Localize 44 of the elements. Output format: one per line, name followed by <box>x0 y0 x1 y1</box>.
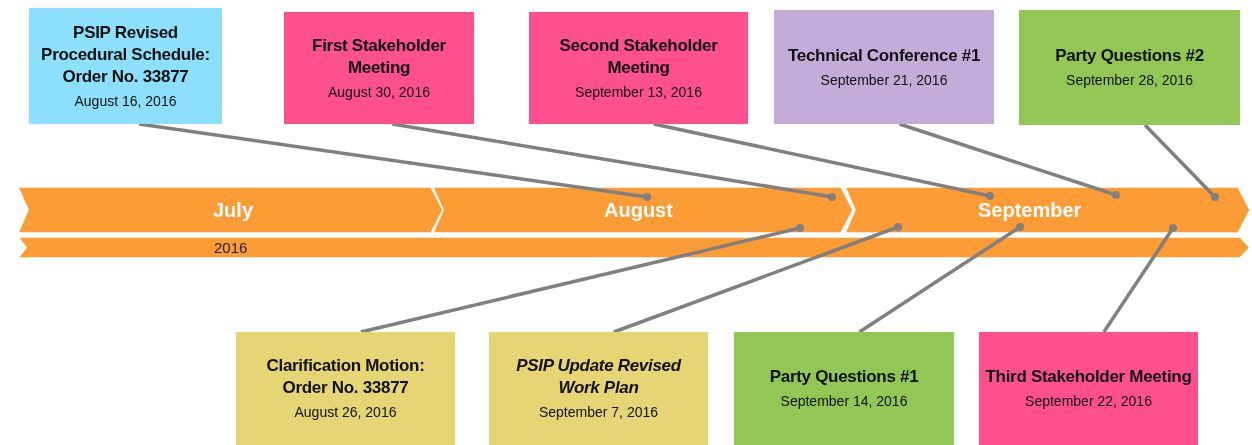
leader-line <box>613 223 902 334</box>
leader-line <box>653 122 994 200</box>
event-title: PSIP Update Revised Work Plan <box>515 355 683 399</box>
event-card <box>529 12 748 124</box>
event-title: PSIP Revised Procedural Schedule: Order No. 33877 <box>40 21 211 88</box>
event-date: September 28, 2016 <box>1066 71 1193 90</box>
month-label: July <box>213 198 254 222</box>
leader-line <box>1102 224 1177 333</box>
event-date: September 22, 2016 <box>1025 392 1152 411</box>
event-card <box>734 332 954 445</box>
year-label: 2016 <box>214 238 248 257</box>
event-date: August 30, 2016 <box>328 82 430 102</box>
event-title: Second Stakeholder Meeting <box>558 34 719 79</box>
year-band <box>18 237 1250 258</box>
event-title: Party Questions #1 <box>769 366 919 388</box>
event-date: August 16, 2016 <box>74 91 177 111</box>
event-card <box>979 332 1198 445</box>
leader-line <box>392 122 836 201</box>
event-card <box>774 10 994 124</box>
leader-line <box>858 223 1024 334</box>
month-band <box>18 187 443 233</box>
event-card <box>29 8 222 124</box>
event-date: August 26, 2016 <box>294 403 397 422</box>
month-label: September <box>978 198 1082 222</box>
leader-line <box>1143 123 1219 201</box>
month-band <box>433 187 853 233</box>
event-card <box>284 12 474 124</box>
leader-line <box>360 224 804 334</box>
event-card <box>236 332 455 445</box>
event-title: Clarification Motion: Order No. 33877 <box>265 355 426 399</box>
event-title: First Stakeholder Meeting <box>311 34 447 79</box>
event-date: September 21, 2016 <box>820 70 948 90</box>
event-title: Technical Conference #1 <box>787 44 981 67</box>
event-date: September 14, 2016 <box>780 392 908 411</box>
leader-line <box>898 122 1120 199</box>
event-date: September 13, 2016 <box>575 82 702 102</box>
month-band <box>845 187 1250 233</box>
event-card <box>1019 10 1240 125</box>
leader-line <box>138 122 651 201</box>
event-title: Third Stakeholder Meeting <box>985 366 1192 388</box>
month-label: August <box>604 198 673 222</box>
event-title: Party Questions #2 <box>1055 45 1204 67</box>
event-date: September 7, 2016 <box>538 403 659 422</box>
event-card <box>489 332 708 445</box>
